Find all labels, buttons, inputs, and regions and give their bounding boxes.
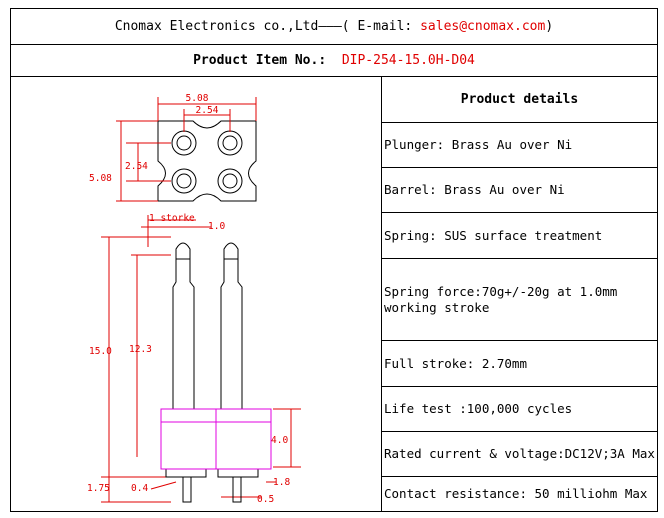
technical-drawing-panel: 5.08 2.54 2.54 5.08 1 storke 1.0 15.0 12… bbox=[11, 77, 382, 511]
detail-contact-resistance: Contact resistance: 50 milliohm Max bbox=[384, 486, 648, 501]
header-close: ) bbox=[545, 19, 554, 34]
dim-height: 5.08 bbox=[89, 173, 112, 184]
detail-full-stroke: Full stroke: 2.70mm bbox=[382, 341, 657, 387]
product-details-panel: Product details Plunger: Brass Au over N… bbox=[382, 77, 657, 511]
dim-4-0: 4.0 bbox=[271, 435, 288, 446]
dim-0-4: 0.4 bbox=[131, 483, 148, 494]
dim-1-0: 1.0 bbox=[208, 221, 225, 232]
technical-drawing: 5.08 2.54 2.54 5.08 1 storke 1.0 15.0 12… bbox=[87, 93, 301, 505]
top-view-body bbox=[157, 120, 257, 202]
stroke-label: 1 storke bbox=[149, 213, 195, 224]
dim-1-8: 1.8 bbox=[273, 477, 290, 488]
detail-life-test: Life test :100,000 cycles bbox=[382, 387, 657, 432]
dim-pitch: 2.54 bbox=[196, 105, 219, 116]
detail-barrel: Barrel: Brass Au over Ni bbox=[382, 168, 657, 213]
detail-spring-force: Spring force:70g+/-20g at 1.0mm working … bbox=[382, 259, 657, 341]
detail-spring: Spring: SUS surface treatment bbox=[382, 213, 657, 259]
dim-12-3: 12.3 bbox=[129, 344, 152, 355]
product-details-title: Product details bbox=[382, 77, 657, 123]
dim-1-75: 1.75 bbox=[87, 483, 110, 494]
spec-sheet: Cnomax Electronics co.,Ltd ———( E-mail: … bbox=[10, 8, 658, 512]
product-item-row: Product Item No.: DIP-254-15.0H-D04 bbox=[11, 45, 657, 77]
email-label: E-mail: bbox=[357, 19, 413, 34]
dim-0-5: 0.5 bbox=[257, 494, 274, 505]
product-item-value: DIP-254-15.0H-D04 bbox=[341, 53, 475, 68]
header-dash: ———( bbox=[318, 19, 350, 34]
dim-width: 5.08 bbox=[186, 93, 209, 104]
email-address[interactable]: sales@cnomax.com bbox=[420, 19, 546, 34]
dim-pitch-v: 2.54 bbox=[125, 161, 148, 172]
dim-total: 15.0 bbox=[89, 346, 112, 357]
product-item-label: Product Item No.: bbox=[193, 53, 327, 68]
header-row: Cnomax Electronics co.,Ltd ———( E-mail: … bbox=[11, 9, 657, 45]
company-name: Cnomax Electronics co.,Ltd bbox=[114, 19, 319, 34]
detail-rated-current: Rated current & voltage:DC12V;3A Max bbox=[382, 432, 657, 477]
detail-plunger: Plunger: Brass Au over Ni bbox=[382, 123, 657, 168]
